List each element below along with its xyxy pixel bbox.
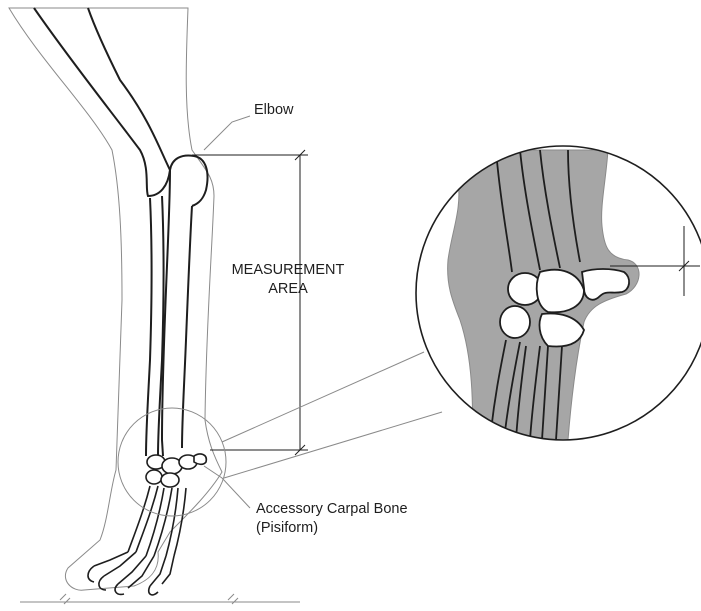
measurement-label-line-2: AREA: [218, 280, 358, 299]
measurement-area-label: MEASUREMENT AREA: [218, 261, 358, 299]
ulna-bone: [162, 170, 192, 456]
elbow-leader-line: [204, 116, 250, 150]
leg-outline: [9, 8, 222, 590]
measurement-label-line-1: MEASUREMENT: [218, 261, 358, 280]
accessory-label-line-1: Accessory Carpal Bone: [256, 500, 408, 519]
accessory-label-line-2: (Pisiform): [256, 519, 408, 538]
measurement-dimension: [192, 150, 308, 455]
magnifier-connectors: [222, 352, 442, 478]
inset-carpals: [500, 270, 584, 347]
humerus-bone: [34, 8, 170, 196]
accessory-carpal-label: Accessory Carpal Bone (Pisiform): [256, 500, 408, 538]
radius-bone: [146, 196, 164, 456]
paw-bones: [88, 486, 186, 595]
ground-marks: [20, 594, 300, 604]
carpal-bones: [146, 454, 206, 487]
elbow-label: Elbow: [254, 101, 294, 120]
